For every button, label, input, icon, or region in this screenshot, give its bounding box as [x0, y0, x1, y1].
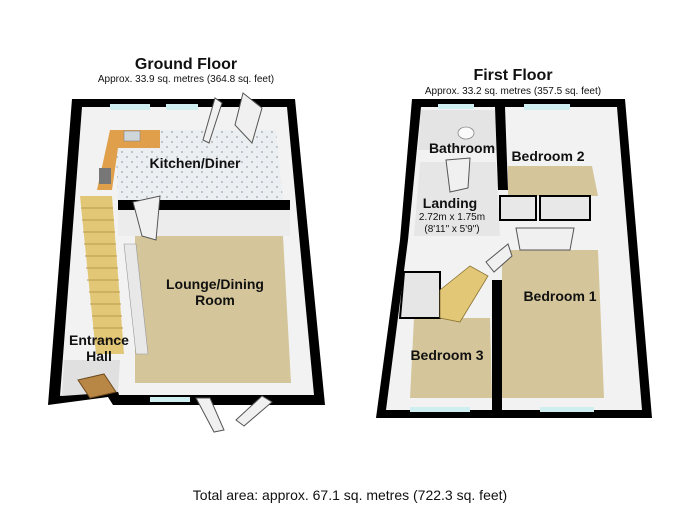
bedroom3-window	[410, 407, 470, 412]
first-floor-title: First Floor	[473, 67, 552, 84]
lounge-floor	[135, 236, 291, 383]
ground-floor-plan: Ground Floor Approx. 33.9 sq. metres (36…	[48, 56, 325, 433]
first-floor-plan: First Floor Approx. 33.2 sq. metres (357…	[376, 67, 652, 418]
lounge-label-line2: Room	[195, 292, 235, 308]
lounge-label-line1: Lounge/Dining	[166, 276, 264, 292]
bathroom-door	[445, 157, 471, 193]
bedroom1-floor	[502, 250, 604, 398]
kitchen-lounge-wall	[118, 200, 290, 210]
bedroom1-door	[485, 243, 513, 273]
lounge-door	[132, 195, 161, 241]
cupboard-left	[499, 195, 537, 221]
ground-floor-area: Approx. 33.9 sq. metres (364.8 sq. feet)	[98, 74, 274, 85]
bedroom3-bedroom1-wall	[492, 280, 502, 410]
bedroom3-floor	[410, 318, 492, 398]
entrance-label-line1: Entrance	[69, 332, 129, 348]
kitchen-hob	[99, 168, 111, 184]
bedroom2-floor	[508, 166, 598, 196]
stair-treads	[81, 207, 124, 341]
bedroom1-wardrobe	[515, 227, 575, 251]
kitchen-window	[110, 104, 150, 110]
first-floor-stairs	[439, 265, 489, 323]
stair-side-wall	[123, 243, 149, 355]
entrance-label-line2: Hall	[86, 348, 112, 364]
bedroom1-window	[540, 407, 594, 412]
landing-dim-imperial: (8'11" x 5'9")	[424, 224, 479, 235]
bedroom2-window	[524, 104, 570, 110]
lounge-french-door-right	[235, 395, 273, 427]
lounge-french-door-left	[195, 397, 225, 433]
kitchen-window-2	[166, 104, 198, 110]
front-door	[77, 373, 117, 399]
landing-floor	[414, 162, 500, 236]
cupboard-right	[539, 195, 591, 221]
landing-label: Landing	[423, 195, 477, 211]
bedroom2-label: Bedroom 2	[511, 148, 584, 164]
total-area: Total area: approx. 67.1 sq. metres (722…	[192, 487, 508, 503]
first-floor-area: Approx. 33.2 sq. metres (357.5 sq. feet)	[425, 86, 601, 97]
patio-door-right	[234, 92, 263, 144]
kitchen-label: Kitchen/Diner	[149, 155, 241, 171]
kitchen-sink	[123, 130, 141, 142]
bathroom-window	[438, 104, 474, 109]
landing-dim-metric: 2.72m x 1.75m	[419, 212, 485, 223]
kitchen-worktop	[97, 130, 160, 190]
ground-floor-title: Ground Floor	[135, 56, 237, 73]
bedroom1-label: Bedroom 1	[523, 288, 596, 304]
bathroom-toilet	[457, 126, 475, 140]
patio-door-left	[202, 97, 223, 144]
ground-floor-stairs	[80, 196, 124, 354]
bathroom-label: Bathroom	[429, 140, 495, 156]
bedroom3-label: Bedroom 3	[410, 347, 483, 363]
bedroom3-partition	[398, 271, 441, 319]
bathroom-floor	[418, 110, 498, 150]
lounge-window	[150, 397, 190, 402]
bathroom-bedroom2-wall	[495, 107, 508, 190]
